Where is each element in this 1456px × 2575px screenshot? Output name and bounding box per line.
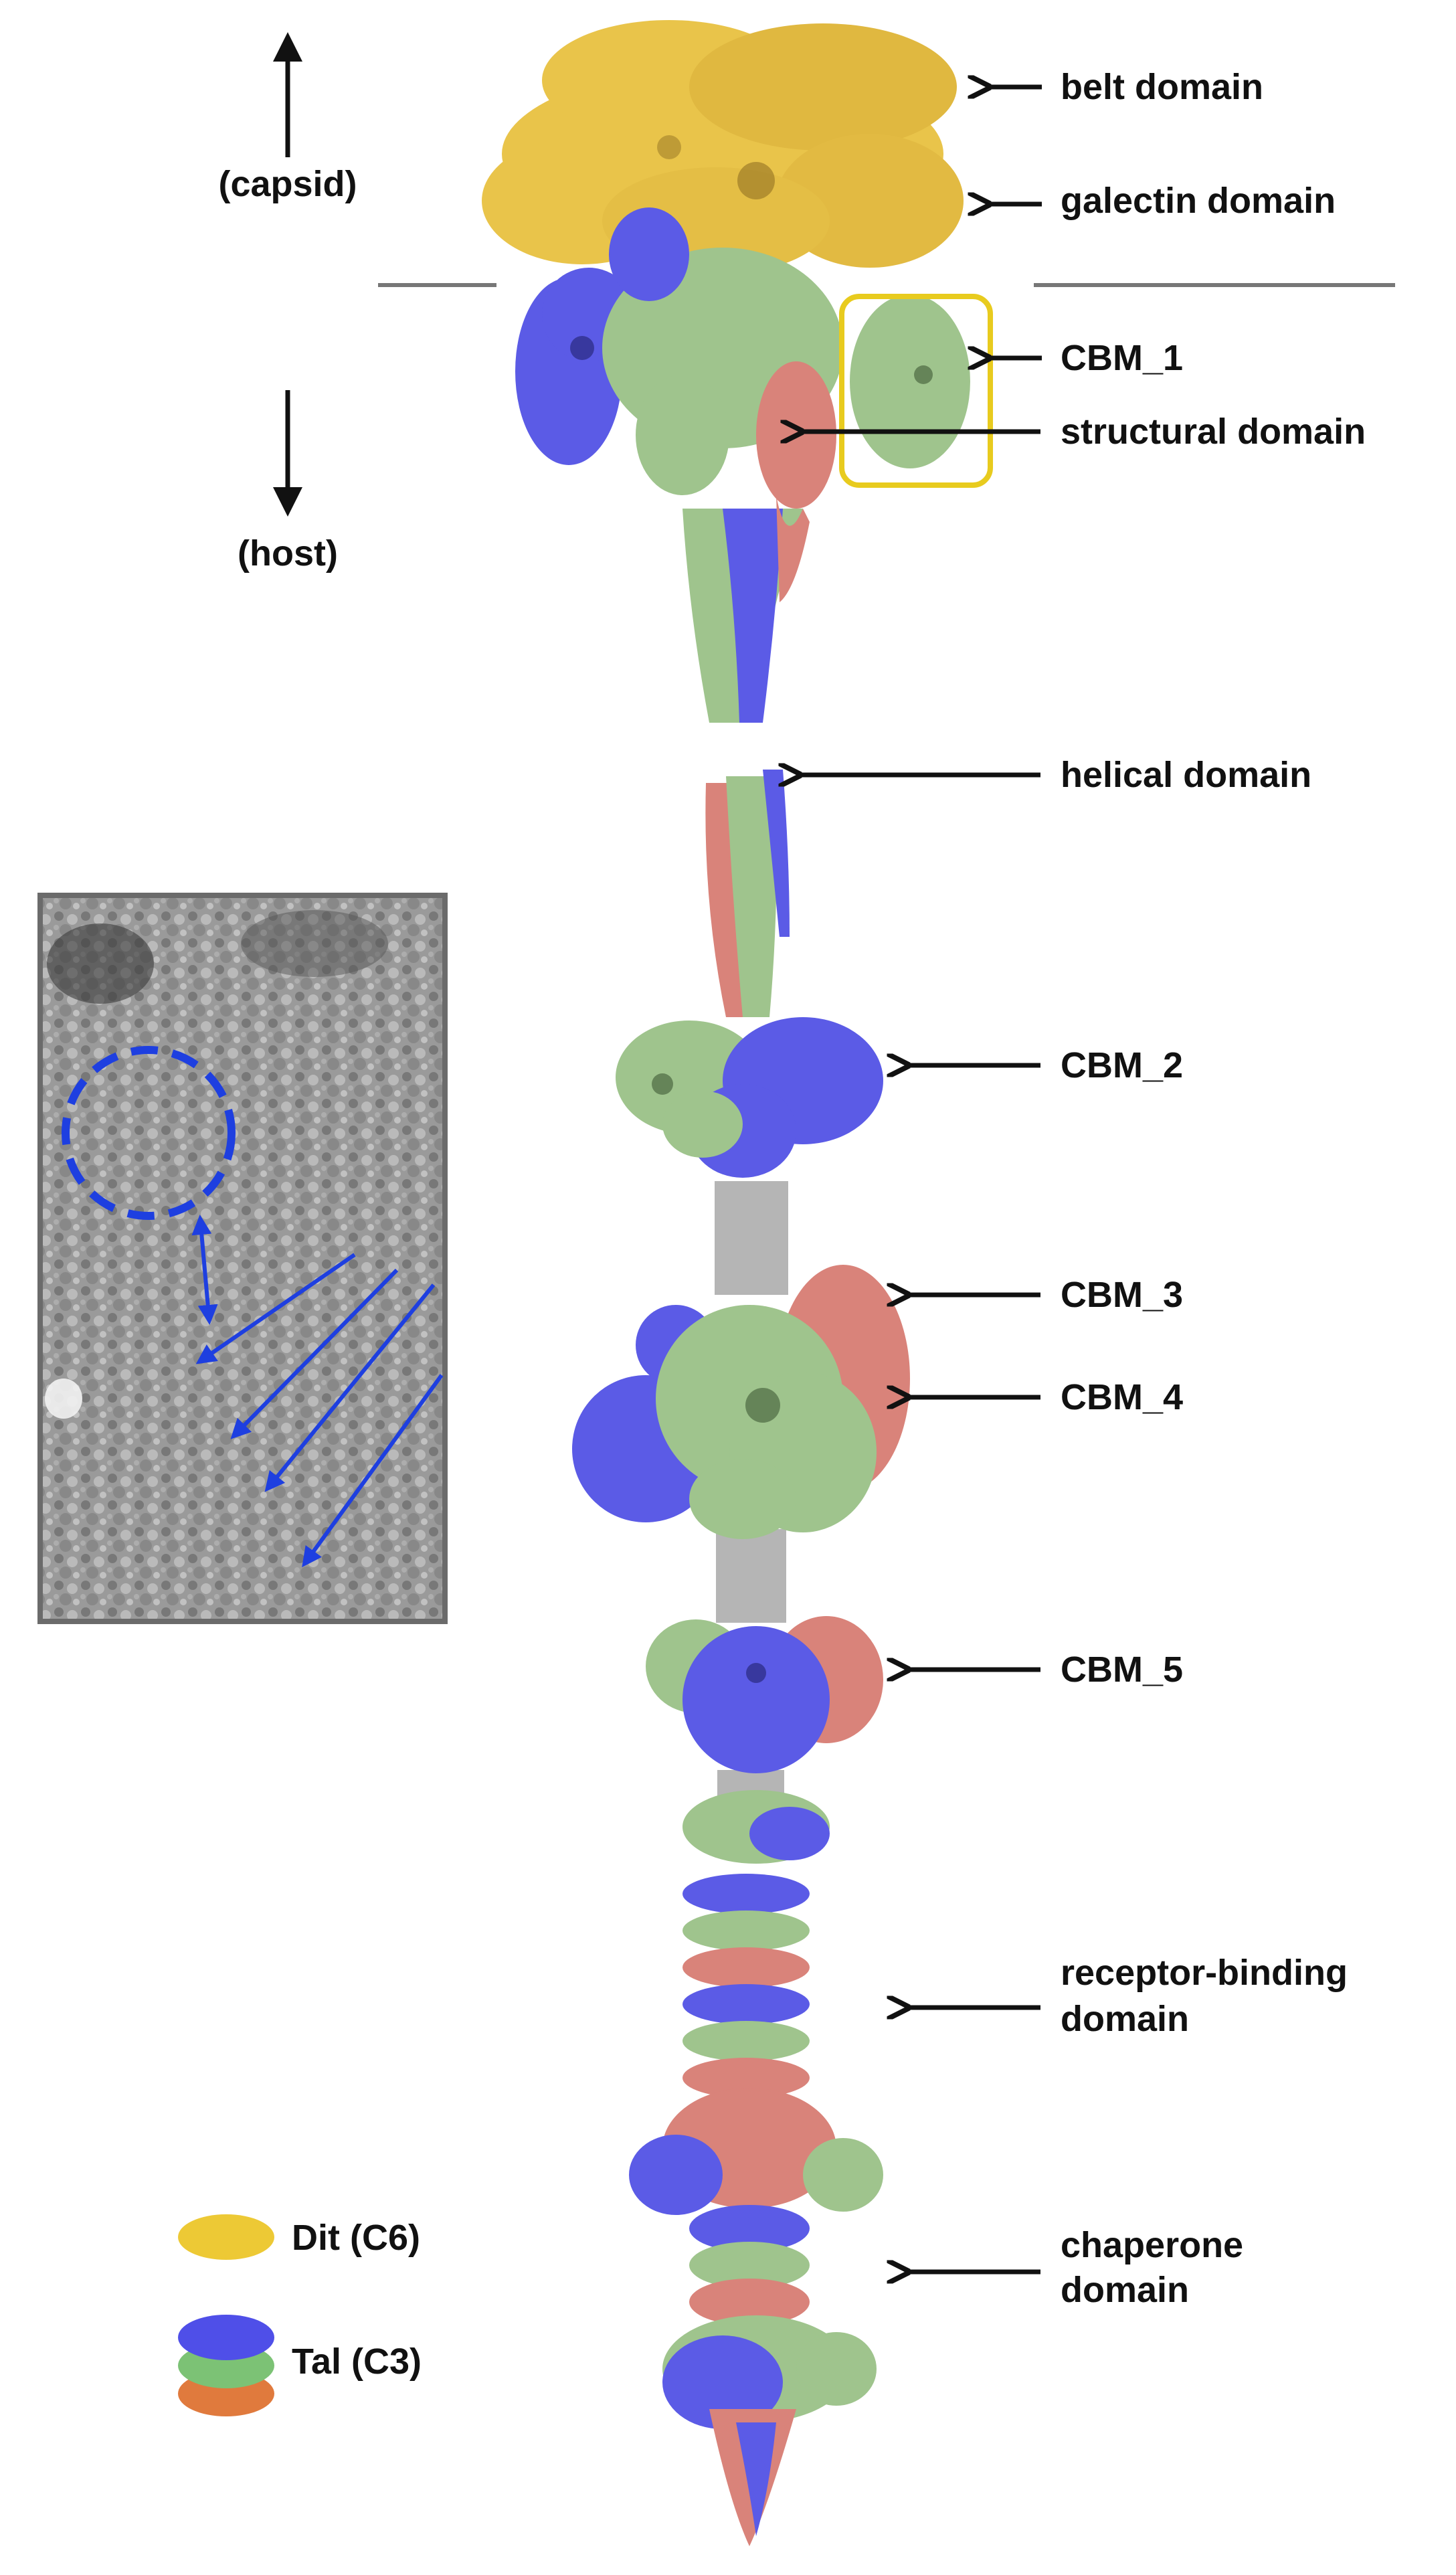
legend-label-tal: Tal (C3)	[292, 2341, 422, 2382]
cbm1-highlight-box	[839, 294, 993, 488]
chaperone-structure	[629, 2088, 883, 2546]
label-helical-domain: helical domain	[1061, 755, 1311, 795]
fiber-arrow-1	[195, 1253, 356, 1364]
label-chaperone-line2: domain	[1061, 2270, 1189, 2310]
label-cbm5: CBM_5	[1061, 1650, 1183, 1690]
micrograph-inset	[37, 893, 448, 1624]
label-cbm2: CBM_2	[1061, 1045, 1183, 1085]
tail-protein-structure	[482, 20, 970, 2546]
upper-stalk	[682, 495, 810, 723]
legend-swatch-tal-blue	[178, 2315, 274, 2360]
fiber-arrow-2	[230, 1268, 399, 1439]
label-structural-domain: structural domain	[1061, 412, 1366, 452]
receptor-binding-structure	[682, 1790, 830, 2098]
legend: Dit (C6) Tal (C3)	[178, 2214, 422, 2416]
label-cbm4: CBM_4	[1061, 1377, 1183, 1417]
orientation-up: (capsid)	[218, 32, 357, 204]
fiber-arrow-3	[264, 1283, 436, 1492]
stalk-break	[689, 709, 816, 780]
label-cbm3: CBM_3	[1061, 1275, 1183, 1315]
double-arrow	[191, 1215, 218, 1325]
label-chaperone-line1: chaperone	[1061, 2225, 1243, 2265]
label-arrows	[800, 87, 1042, 2272]
linker-1	[715, 1181, 788, 1295]
cbm3-cbm4-structure	[572, 1265, 910, 1539]
host-label: (host)	[238, 533, 338, 573]
structural-region	[515, 207, 970, 509]
label-galectin-domain: galectin domain	[1061, 181, 1336, 221]
lower-stalk	[705, 770, 790, 1017]
fiber-arrow-4	[302, 1374, 444, 1568]
legend-swatch-dit	[178, 2214, 274, 2260]
cbm5-structure	[646, 1616, 883, 1773]
label-receptor-binding-line1: receptor-binding	[1061, 1953, 1348, 1993]
label-receptor-binding-line2: domain	[1061, 1999, 1189, 2039]
capsid-label: (capsid)	[218, 164, 357, 204]
legend-label-dit: Dit (C6)	[292, 2218, 420, 2258]
label-cbm1: CBM_1	[1061, 338, 1183, 378]
orientation-down: (host)	[238, 390, 338, 573]
cbm2-structure	[616, 1017, 883, 1178]
label-belt-domain: belt domain	[1061, 67, 1263, 107]
virion-circle	[62, 1046, 236, 1220]
linker-2	[716, 1529, 786, 1623]
dit-belt-galectin	[482, 20, 964, 274]
